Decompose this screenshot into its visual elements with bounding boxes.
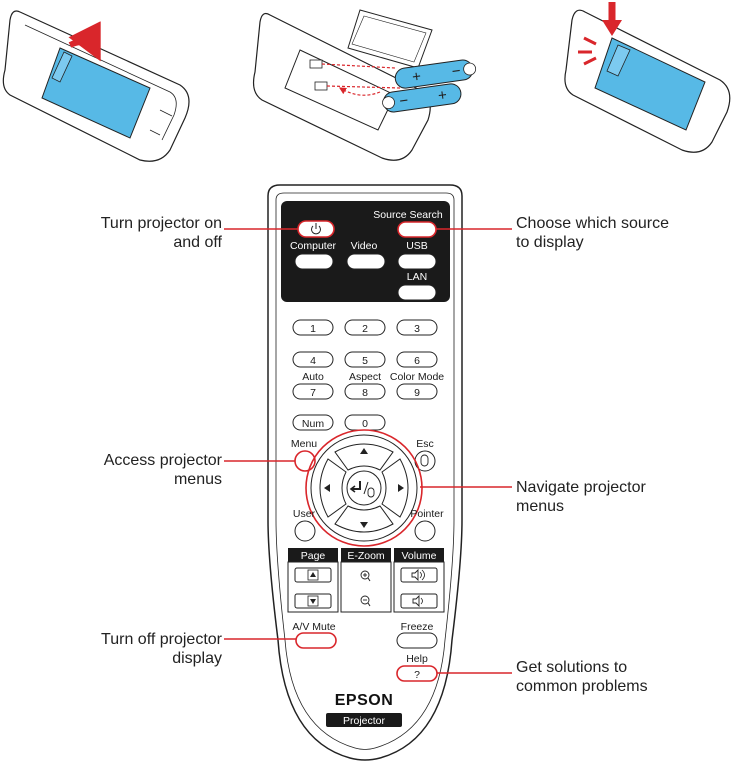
key-6[interactable] (396, 351, 438, 368)
svg-text:−: − (451, 62, 462, 80)
key-1-label: 1 (310, 323, 316, 335)
key-8-aspect[interactable] (344, 383, 386, 400)
source-search-label: Source Search (373, 209, 443, 221)
model-badge (326, 713, 402, 727)
arrow-up-icon (360, 448, 368, 454)
epson-logo: EPSON (335, 692, 394, 709)
volume-down-icon (412, 594, 423, 608)
key-9-label: 9 (414, 387, 420, 399)
svg-text:−: − (398, 92, 409, 110)
nav-left-button[interactable] (319, 458, 347, 518)
nav-down-button[interactable] (334, 505, 394, 533)
lan-label: LAN (407, 271, 427, 283)
power-icon (311, 223, 321, 235)
page-label: Page (301, 550, 326, 562)
callout-navigate: Navigate projector menus (516, 479, 646, 515)
source-search-button[interactable] (397, 221, 437, 238)
zoom-in-icon (360, 570, 371, 582)
freeze-label: Freeze (401, 621, 434, 633)
arrow-left-icon (324, 484, 330, 492)
key-0-label: 0 (362, 418, 368, 430)
key-5-label: 5 (362, 355, 368, 367)
key-4-label: 4 (310, 355, 316, 367)
menu-label: Menu (291, 438, 317, 450)
nav-right-button[interactable] (381, 458, 409, 518)
page-down-icon (307, 595, 319, 607)
callout-menu: Access projector menus (103, 452, 222, 488)
callout-help: Get solutions to common problems (516, 659, 648, 695)
volume-up-icon (411, 568, 425, 582)
help-button[interactable] (396, 665, 438, 682)
nav-up-button[interactable] (334, 443, 394, 471)
auto-label: Auto (302, 371, 324, 383)
volume-group: Volume (393, 548, 445, 613)
zoom-out-icon (360, 595, 371, 607)
callout-avmute: Turn off projector display (101, 631, 222, 667)
avmute-label: A/V Mute (292, 621, 335, 633)
help-label: Help (406, 653, 428, 665)
battery-step-close-cover (564, 2, 731, 153)
model-label: Projector (343, 715, 386, 727)
lan-button[interactable] (397, 284, 437, 301)
key-3-label: 3 (414, 323, 420, 335)
ezoom-label: E-Zoom (347, 550, 385, 562)
esc-label: Esc (416, 438, 434, 450)
navigation-pad (305, 429, 423, 547)
num-label: Num (302, 418, 324, 430)
svg-text:+: + (411, 68, 422, 86)
color-mode-label: Color Mode (390, 371, 444, 383)
avmute-button[interactable] (295, 632, 337, 649)
mouse-right-icon (420, 454, 429, 467)
user-label: User (293, 508, 316, 520)
key-9-color-mode[interactable] (396, 383, 438, 400)
key-4[interactable] (292, 351, 334, 368)
freeze-button[interactable] (396, 632, 438, 649)
key-8-label: 8 (362, 387, 368, 399)
page-up-icon (307, 569, 319, 581)
computer-button[interactable] (294, 253, 334, 270)
key-7-label: 7 (310, 387, 316, 399)
callout-source: Choose which source to display (516, 215, 669, 251)
user-button[interactable] (294, 520, 316, 542)
pointer-button[interactable] (414, 520, 436, 542)
numeric-keypad: 1 2 3 4 5 6 Auto Aspect Color Mode 7 8 9… (292, 319, 444, 431)
num-button[interactable] (292, 414, 334, 431)
enter-icon (349, 481, 375, 498)
video-button[interactable] (346, 253, 386, 270)
page-group: Page (287, 548, 339, 613)
battery-step-open-cover (2, 10, 190, 162)
key-3[interactable] (396, 319, 438, 336)
arrow-down-icon (360, 522, 368, 528)
key-1[interactable] (292, 319, 334, 336)
help-key-label: ? (414, 669, 420, 681)
usb-button[interactable] (397, 253, 437, 270)
callout-lines (224, 228, 512, 674)
svg-text:+: + (437, 87, 448, 105)
volume-label: Volume (401, 550, 436, 562)
usb-label: USB (406, 240, 428, 252)
ezoom-group: E-Zoom (340, 548, 392, 613)
power-button[interactable] (297, 220, 335, 238)
callout-power: Turn projector on and off (100, 215, 222, 251)
key-2[interactable] (344, 319, 386, 336)
video-label: Video (351, 240, 378, 252)
arrow-right-icon (398, 484, 404, 492)
pointer-label: Pointer (410, 508, 444, 520)
volume-up-button[interactable] (400, 567, 438, 583)
key-7-auto[interactable] (292, 383, 334, 400)
key-5[interactable] (344, 351, 386, 368)
computer-label: Computer (290, 240, 337, 252)
battery-step-insert: + − − + (252, 9, 477, 161)
key-6-label: 6 (414, 355, 420, 367)
aspect-label: Aspect (349, 371, 381, 383)
key-2-label: 2 (362, 323, 368, 335)
